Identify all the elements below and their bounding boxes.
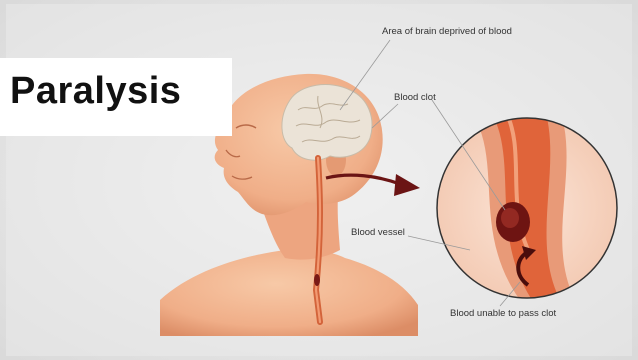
artery-clot [314, 274, 320, 286]
brain-shape [282, 85, 372, 161]
label-area-deprived: Area of brain deprived of blood [382, 26, 512, 37]
clot-highlight [501, 208, 519, 228]
diagram-title: Paralysis [10, 70, 181, 113]
label-blood-clot: Blood clot [394, 92, 436, 103]
label-blood-vessel: Blood vessel [351, 227, 405, 238]
label-blood-unable: Blood unable to pass clot [450, 308, 556, 319]
brain [282, 85, 372, 161]
